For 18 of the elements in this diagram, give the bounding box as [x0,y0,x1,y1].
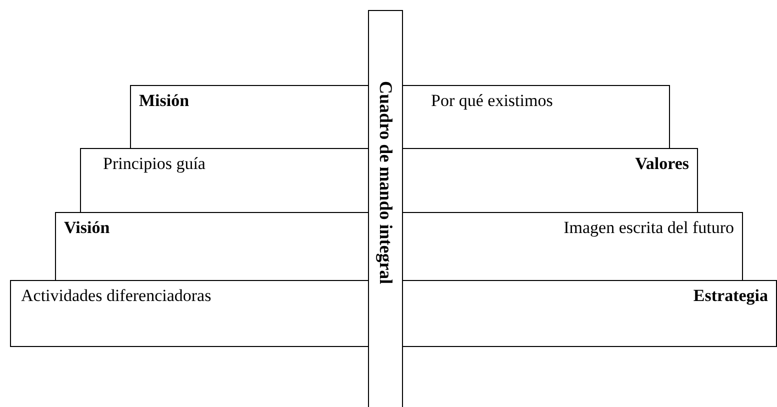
step-label: Principios guía [103,155,206,174]
step-label: Imagen escrita del futuro [564,219,734,238]
step-box [10,280,369,347]
step-box [402,212,743,280]
step-label: Valores [635,155,689,174]
step-label: Actividades diferenciadoras [21,287,212,306]
step-box [80,148,369,212]
bar-title: Cuadro de mando integral [375,81,396,286]
step-label: Misión [139,92,190,111]
step-label: Por qué existimos [431,92,553,111]
step-label: Visión [64,219,110,238]
step-box [402,148,698,212]
step-label: Estrategia [693,287,768,306]
step-box [402,85,670,148]
step-box [402,280,777,347]
step-box [130,85,369,148]
vertical-bar [368,10,403,407]
step-box [55,212,369,280]
